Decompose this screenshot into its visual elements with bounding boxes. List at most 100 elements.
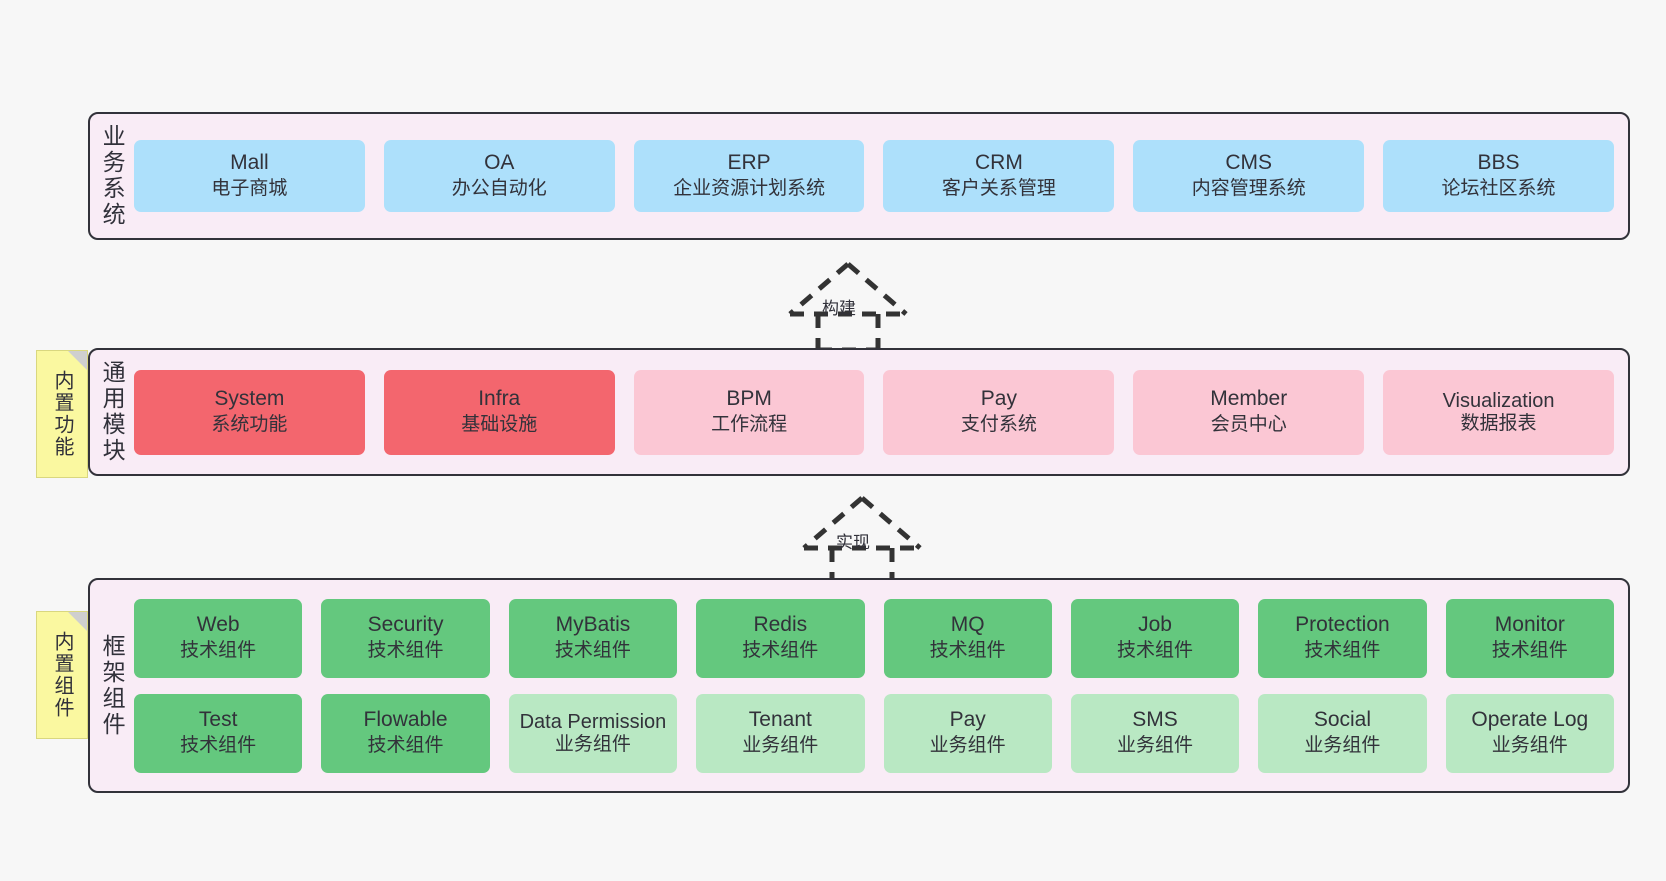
business-card-crm[interactable]: CRM 客户关系管理 [883,140,1115,212]
cell-code: Monitor [1494,613,1565,637]
cell-code: Visualization [1442,389,1555,412]
cell-code: Protection [1295,613,1390,637]
cell-code: Operate Log [1471,708,1589,732]
cell-code: Infra [478,387,521,411]
cell-code: BPM [726,387,772,411]
page-fold-icon [68,612,87,631]
layer-common-modules-body: System 系统功能 Infra 基础设施 BPM 工作流程 Pay 支付系统 Member 会… [134,350,1628,474]
cell-desc: 业务组件 [929,735,1006,757]
cell-desc: 系统功能 [211,414,288,436]
common-card-pay[interactable]: Pay 支付系统 [883,369,1115,455]
framework-card-redis[interactable]: Redis 技术组件 [696,598,865,678]
layer-business-systems-title: 业务系统 [99,124,126,228]
cell-desc: 技术组件 [180,640,257,662]
cell-code: Job [1138,613,1172,637]
framework-card-social[interactable]: Social 业务组件 [1258,693,1427,773]
cell-desc: 业务组件 [1117,735,1194,757]
cell-desc: 技术组件 [1491,640,1568,662]
business-card-cms[interactable]: CMS 内容管理系统 [1133,140,1365,212]
cell-code: Pay [980,387,1017,411]
cell-desc: 业务组件 [1491,735,1568,757]
cell-desc: 会员中心 [1210,414,1287,436]
framework-card-monitor[interactable]: Monitor 技术组件 [1445,598,1614,678]
layer-common-modules: 通用模块 System 系统功能 Infra 基础设施 BPM 工作流程 Pay 支付系统 Me… [88,348,1630,476]
cell-code: Member [1210,387,1288,411]
framework-card-protection[interactable]: Protection 技术组件 [1258,598,1427,678]
cell-code: Social [1313,708,1372,732]
framework-card-test[interactable]: Test 技术组件 [134,693,303,773]
cell-desc: 客户关系管理 [941,178,1056,200]
cell-desc: 技术组件 [180,735,257,757]
cell-code: Web [196,613,240,637]
cell-desc: 数据报表 [1460,412,1537,434]
cell-code: Tenant [748,708,812,732]
framework-card-mybatis[interactable]: MyBatis 技术组件 [508,598,678,678]
cell-desc: 技术组件 [1304,640,1381,662]
cell-desc: 技术组件 [554,640,631,662]
cell-desc: 技术组件 [742,640,819,662]
cell-code: CRM [974,151,1023,175]
sticky-note-builtin-components: 内置组件 [36,611,88,739]
framework-card-operate-log[interactable]: Operate Log 业务组件 [1445,693,1614,773]
cell-code: Redis [753,613,808,637]
cell-desc: 内容管理系统 [1191,178,1306,200]
cell-code: System [214,387,285,411]
cell-code: Mall [230,151,269,175]
connector-build: 构建 [758,258,938,353]
business-card-oa[interactable]: OA 办公自动化 [383,140,615,212]
layer-common-modules-title: 通用模块 [99,360,126,464]
framework-card-security[interactable]: Security 技术组件 [321,598,490,678]
cell-code: Security [367,613,444,637]
sticky-note-builtin-functions: 内置功能 [36,350,88,478]
cell-desc: 业务组件 [554,733,631,755]
cell-desc: 办公自动化 [451,178,547,200]
cell-desc: 基础设施 [461,414,538,436]
cell-code: MyBatis [555,613,631,637]
cell-desc: 支付系统 [960,414,1037,436]
framework-card-job[interactable]: Job 技术组件 [1070,598,1240,678]
cell-code: Test [198,708,238,732]
cell-desc: 论坛社区系统 [1441,178,1556,200]
framework-card-web[interactable]: Web 技术组件 [134,598,303,678]
cell-code: SMS [1132,708,1178,732]
common-card-bpm[interactable]: BPM 工作流程 [633,369,865,455]
connector-implement: 实现 [772,492,952,587]
framework-card-sms[interactable]: SMS 业务组件 [1070,693,1240,773]
cell-code: Data Permission [519,710,667,733]
common-card-member[interactable]: Member 会员中心 [1133,369,1365,455]
connector-build-label: 构建 [822,299,856,318]
page-fold-icon [68,351,87,370]
cell-desc: 企业资源计划系统 [673,178,826,200]
cell-desc: 技术组件 [367,640,444,662]
cell-code: BBS [1477,151,1520,175]
common-modules-row: System 系统功能 Infra 基础设施 BPM 工作流程 Pay 支付系统 Member 会… [134,369,1614,455]
common-card-infra[interactable]: Infra 基础设施 [383,369,615,455]
business-card-bbs[interactable]: BBS 论坛社区系统 [1383,140,1614,212]
cell-code: OA [484,151,515,175]
sticky-note-builtin-components-label: 内置组件 [51,631,73,719]
layer-framework-components-title: 框架组件 [99,633,126,738]
cell-code: Flowable [363,708,448,732]
cell-desc: 工作流程 [711,414,788,436]
cell-code: CMS [1225,151,1273,175]
common-card-system[interactable]: System 系统功能 [134,369,365,455]
cell-desc: 业务组件 [1304,735,1381,757]
cell-desc: 技术组件 [1117,640,1194,662]
cell-desc: 技术组件 [929,640,1006,662]
